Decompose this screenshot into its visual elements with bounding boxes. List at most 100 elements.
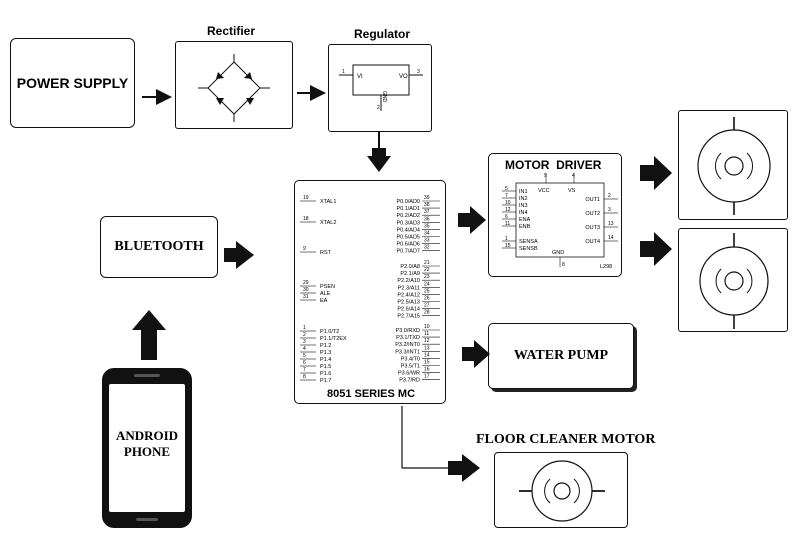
driver-vs-label: VS xyxy=(568,188,576,194)
mcu-pin-number: 3 xyxy=(303,339,306,345)
mcu-pin-label: P1.4 xyxy=(320,357,331,363)
mcu-pin-number: 5 xyxy=(303,353,306,359)
driver-pin-label: IN2 xyxy=(519,196,528,202)
water-pump-label: WATER PUMP xyxy=(513,348,609,363)
arrow-rectifier-to-regulator xyxy=(297,85,326,101)
mcu-pin-number: 29 xyxy=(303,280,309,286)
regulator-pin-out: 3 xyxy=(417,69,420,75)
mcu-pin-number: 1 xyxy=(303,325,306,331)
mcu-pin-label: P3.5/T1 xyxy=(400,363,419,369)
mcu-pin-number: 35 xyxy=(424,223,430,229)
mcu-pin-label: P3.4/T0 xyxy=(400,356,419,362)
arrow-driver-to-motor-2 xyxy=(640,232,672,266)
mcu-pin-label: P3.6/WR xyxy=(397,370,419,376)
regulator-vi-label: VI xyxy=(357,74,363,80)
mcu-pin-label: ALE xyxy=(320,291,331,297)
mcu-pin-number: 33 xyxy=(424,237,430,243)
dc-motor-2-icon xyxy=(699,233,769,329)
driver-pin-label: IN4 xyxy=(519,210,528,216)
arrow-driver-to-motor-1 xyxy=(640,156,672,190)
mcu-pin-label: PSEN xyxy=(320,284,335,290)
mcu-pin-number: 2 xyxy=(303,332,306,338)
mcu-pin-label: P0.6/AD6 xyxy=(396,241,420,247)
driver-pin-vs-number: 4 xyxy=(572,173,575,179)
mcu-pin-label: P2.1/A9 xyxy=(400,271,420,277)
mcu-pin-number: 6 xyxy=(303,360,306,366)
mcu-pin-number: 25 xyxy=(424,288,430,294)
driver-pin-label: OUT1 xyxy=(585,197,600,203)
mcu-pin-number: 10 xyxy=(424,324,430,330)
mcu-pin-label: P1.3 xyxy=(320,350,331,356)
mcu-pin-label: P1.7 xyxy=(320,378,331,384)
driver-pin-number: 2 xyxy=(608,193,611,199)
mcu-pin-label: P1.6 xyxy=(320,371,331,377)
mcu-pin-number: 23 xyxy=(424,274,430,280)
mcu-pin-number: 4 xyxy=(303,346,306,352)
driver-pin-label: OUT4 xyxy=(585,239,600,245)
mcu-pin-number: 30 xyxy=(303,287,309,293)
arrow-power-to-rectifier xyxy=(142,89,172,105)
driver-pin-number: 13 xyxy=(608,221,614,227)
motor-driver-title: MOTOR DRIVER xyxy=(505,158,602,172)
mcu-pin-label: P2.6/A14 xyxy=(397,306,420,312)
floor-cleaner-motor-icon xyxy=(519,460,605,522)
mcu-pin-number: 9 xyxy=(303,246,306,252)
mcu-pin-label: P2.7/A15 xyxy=(397,313,420,319)
driver-pin-number: 15 xyxy=(505,243,511,249)
mcu-pin-number: 21 xyxy=(424,260,430,266)
mcu-pin-number: 27 xyxy=(424,302,430,308)
regulator-pin-gnd: 2 xyxy=(377,105,380,111)
mcu-pin-label: P2.4/A12 xyxy=(397,292,420,298)
mcu-pin-number: 31 xyxy=(303,294,309,300)
mcu-pin-number: 32 xyxy=(424,244,430,250)
mcu-pin-label: P2.3/A11 xyxy=(397,285,419,291)
driver-pin-label: SENSB xyxy=(519,246,538,252)
driver-pin-label: OUT2 xyxy=(585,211,600,217)
mcu-pin-label: P1.1/T2EX xyxy=(320,336,347,342)
driver-pin-gnd-number: 8 xyxy=(562,262,565,268)
mcu-pin-label: P0.0/AD0 xyxy=(396,199,420,205)
regulator-title: Regulator xyxy=(354,27,411,41)
driver-pin-number: 10 xyxy=(505,200,511,206)
mcu-pin-number: 36 xyxy=(424,216,430,222)
regulator-pin-in: 1 xyxy=(342,69,345,75)
mcu-pin-label: P0.2/AD2 xyxy=(396,213,420,219)
android-phone-label-2: PHONE xyxy=(123,444,171,459)
mcu-pin-number: 34 xyxy=(424,230,430,236)
bluetooth-block: BLUETOOTH xyxy=(100,216,218,278)
arrow-bluetooth-to-mcu xyxy=(224,241,254,269)
driver-pin-number: 1 xyxy=(505,236,508,242)
arrow-mcu-to-pump xyxy=(462,340,490,368)
mcu-pin-number: 26 xyxy=(424,295,430,301)
driver-pin-vcc-number: 9 xyxy=(544,173,547,179)
driver-pin-label: ENA xyxy=(519,217,531,223)
regulator-gnd-label: GND xyxy=(381,91,387,103)
arrow-mcu-to-driver xyxy=(458,206,486,234)
mcu-pin-number: 18 xyxy=(303,216,309,222)
mcu-pin-number: 28 xyxy=(424,309,430,315)
driver-pin-number: 12 xyxy=(505,207,511,213)
mcu-pin-label: P2.5/A13 xyxy=(397,299,420,305)
mcu-pin-label: RST xyxy=(320,250,332,256)
mcu-pin-number: 39 xyxy=(424,195,430,201)
driver-part-label: L298 xyxy=(600,264,612,270)
driver-pin-number: 3 xyxy=(608,207,611,213)
regulator-block: VI VO GND 1 3 2 xyxy=(328,44,432,132)
mcu-pinout: 19XTAL118XTAL29RST29PSEN30ALE31EA1P1.0/T… xyxy=(299,195,440,384)
android-phone: ANDROID PHONE xyxy=(102,368,192,528)
mcu-pin-label: P3.7/RD xyxy=(399,377,420,383)
phone-screen xyxy=(109,384,185,512)
mcu-pin-label: P0.4/AD4 xyxy=(396,227,420,233)
phone-home-bar xyxy=(136,518,158,521)
driver-vcc-label: VCC xyxy=(538,188,550,194)
rectifier-title: Rectifier xyxy=(207,24,256,38)
mcu-pin-number: 11 xyxy=(424,331,429,337)
android-phone-label-1: ANDROID xyxy=(115,428,179,443)
arrow-regulator-to-mcu xyxy=(367,132,391,172)
water-pump-block: WATER PUMP xyxy=(488,323,634,389)
driver-pin-label: IN3 xyxy=(519,203,528,209)
driver-pin-label: IN1 xyxy=(519,189,528,195)
driver-pin-label: OUT3 xyxy=(585,225,600,231)
